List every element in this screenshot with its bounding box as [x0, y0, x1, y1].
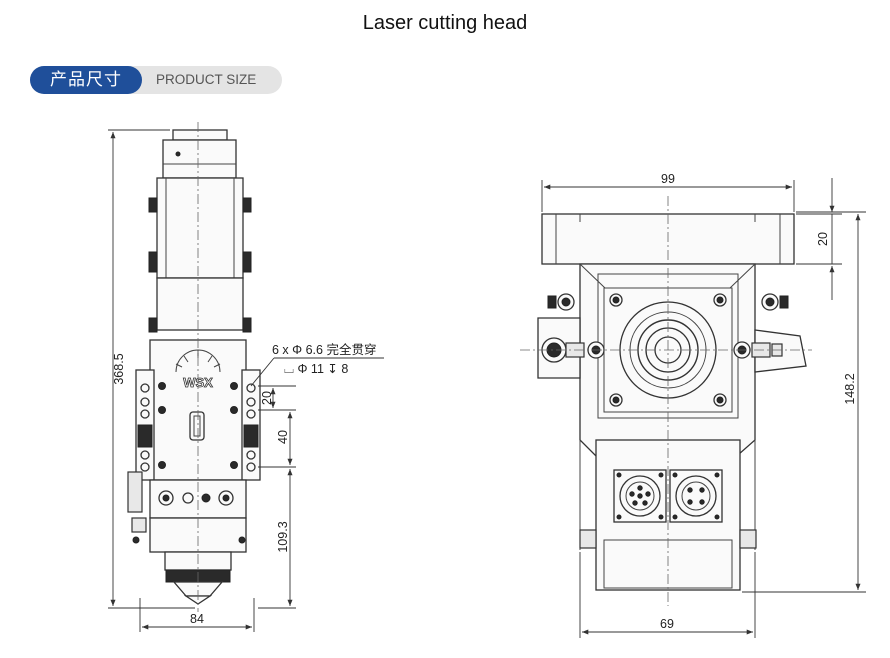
- top-cap: [162, 139, 237, 179]
- badge-chinese-label: 产品尺寸: [30, 66, 142, 94]
- clip-right-1: [242, 197, 252, 213]
- dim-bottom-width: 84: [190, 612, 204, 626]
- product-size-badge: 产品尺寸 PRODUCT SIZE: [30, 66, 282, 94]
- clip-left-2: [148, 251, 158, 273]
- clip-right-2: [242, 251, 252, 273]
- left-fitting: [127, 471, 143, 513]
- dim-spacing-20: 20: [260, 391, 274, 405]
- page-title: Laser cutting head: [362, 12, 528, 34]
- dim-lower-height: 109.3: [276, 521, 290, 552]
- top-collar: [172, 129, 228, 141]
- upper-tube: [156, 177, 244, 279]
- middle-tube: [156, 277, 244, 331]
- dim-spacing-40: 40: [276, 430, 290, 444]
- front-view: 99 20 148.2 69: [520, 172, 866, 638]
- dim-overall-height: 368.5: [112, 353, 126, 384]
- dim-right-height: 148.2: [843, 373, 857, 404]
- dim-top-thickness: 20: [816, 232, 830, 246]
- counterbore-note: ⌴ Φ 11 ↧ 8: [284, 362, 348, 376]
- clip-left-1: [148, 197, 158, 213]
- side-view: WSX 368.5 84 6: [108, 122, 384, 632]
- dim-bottom-width-front: 69: [660, 617, 674, 631]
- hole-note: 6 x Φ 6.6 完全贯穿: [272, 342, 376, 357]
- dim-top-width: 99: [661, 172, 675, 186]
- badge-english-label: PRODUCT SIZE: [156, 72, 257, 87]
